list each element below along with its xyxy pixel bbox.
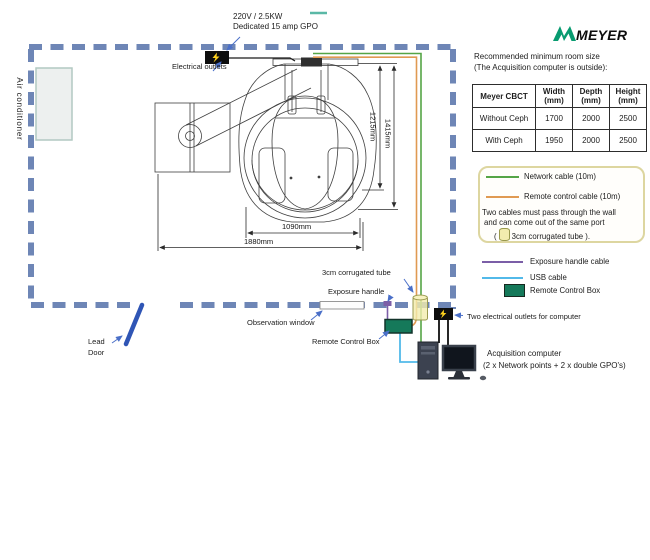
lightning-bolt-icon xyxy=(212,52,220,63)
dimension-outer-height: 1415mm xyxy=(383,118,393,149)
remote-cable-legend: Remote control cable (10m) xyxy=(524,192,621,201)
table-header-cell: Meyer CBCT xyxy=(472,84,536,108)
callout-arrows xyxy=(111,36,464,344)
observation-window xyxy=(319,301,365,310)
table-row: With Ceph 1950 2000 2500 xyxy=(472,129,647,152)
network-cable-sample xyxy=(486,176,519,178)
usb-cable-legend: USB cable xyxy=(530,273,567,282)
usb-cable-sample xyxy=(482,277,523,279)
meyer-logo-icon xyxy=(553,26,576,41)
exposure-handle-connector xyxy=(383,301,392,306)
remote-box-sample xyxy=(504,284,525,297)
acquisition-computer xyxy=(417,341,487,381)
observation-window-label: Observation window xyxy=(247,318,315,327)
table-header-cell: Height (mm) xyxy=(609,84,647,108)
room-size-title: Recommended minimum room size (The Acqui… xyxy=(474,52,608,72)
table-cell: 2500 xyxy=(609,129,647,152)
table-header-cell: Depth (mm) xyxy=(572,84,610,108)
acquisition-computer-note: (2 x Network points + 2 x double GPO's) xyxy=(483,361,626,370)
table-cell: Without Ceph xyxy=(472,107,536,130)
legend-note-line1: Two cables must pass through the wall xyxy=(482,208,616,217)
monitor xyxy=(441,344,477,372)
meyer-logo-text: MEYER xyxy=(576,27,628,43)
network-cable-legend: Network cable (10m) xyxy=(524,172,596,181)
power-cable xyxy=(229,57,296,62)
table-cell: 2000 xyxy=(572,129,610,152)
network-cable xyxy=(313,52,422,342)
exposure-cable-sample xyxy=(482,261,523,263)
remote-control-cable xyxy=(313,56,418,327)
table-cell: 2000 xyxy=(572,107,610,130)
legend-note-line3: (3cm corrugated tube ). xyxy=(494,228,590,242)
table-cell: With Ceph xyxy=(472,129,536,152)
dimension-outer-width: 1880mm xyxy=(244,236,274,246)
air-conditioner-label: Air conditioner xyxy=(15,77,24,141)
table-cell: 2500 xyxy=(609,107,647,130)
room-size-table: Meyer CBCT Width (mm) Depth (mm) Height … xyxy=(472,84,647,152)
exposure-cable-legend: Exposure handle cable xyxy=(530,257,610,266)
computer-electrical-outlet xyxy=(434,308,453,320)
mouse xyxy=(479,375,487,381)
acquisition-computer-label: Acquisition computer xyxy=(487,349,562,358)
electrical-outlets-label: Electrical outlets xyxy=(172,62,227,71)
usb-cable xyxy=(399,333,419,363)
legend-note-line2: and can come out of the same port xyxy=(484,218,605,227)
remote-cable-sample xyxy=(486,196,519,198)
table-cell: 1700 xyxy=(535,107,573,130)
remote-control-box xyxy=(384,318,413,334)
dimension-inner-width: 1090mm xyxy=(282,222,312,231)
corrugated-tube-label: 3cm corrugated tube xyxy=(322,268,391,277)
power-spec-label: 220V / 2.5KW Dedicated 15 amp GPO xyxy=(233,12,318,31)
remote-box-legend: Remote Control Box xyxy=(530,286,601,295)
corrugated-tube xyxy=(412,294,428,321)
lead-door-label: Lead Door xyxy=(88,337,105,357)
remote-control-box-label: Remote Control Box xyxy=(312,337,380,346)
exposure-handle-label: Exposure handle xyxy=(328,287,385,296)
dimension-lines xyxy=(157,63,398,251)
lightning-bolt-icon xyxy=(440,309,447,319)
computer-outlets-label: Two electrical outlets for computer xyxy=(467,311,581,321)
air-conditioner-unit xyxy=(35,67,73,141)
lead-door xyxy=(123,302,145,347)
computer-power-cables xyxy=(438,320,449,347)
cbct-machine-drawing xyxy=(154,57,377,223)
table-row: Without Ceph 1700 2000 2500 xyxy=(472,107,647,130)
table-header-cell: Width (mm) xyxy=(535,84,573,108)
computer-tower xyxy=(417,341,439,380)
room-walls xyxy=(28,44,456,309)
corrugated-tube-icon xyxy=(498,228,510,241)
wall-electrical-outlet xyxy=(205,51,229,64)
dimension-inner-height: 1215mm xyxy=(368,111,378,142)
table-cell: 1950 xyxy=(535,129,573,152)
